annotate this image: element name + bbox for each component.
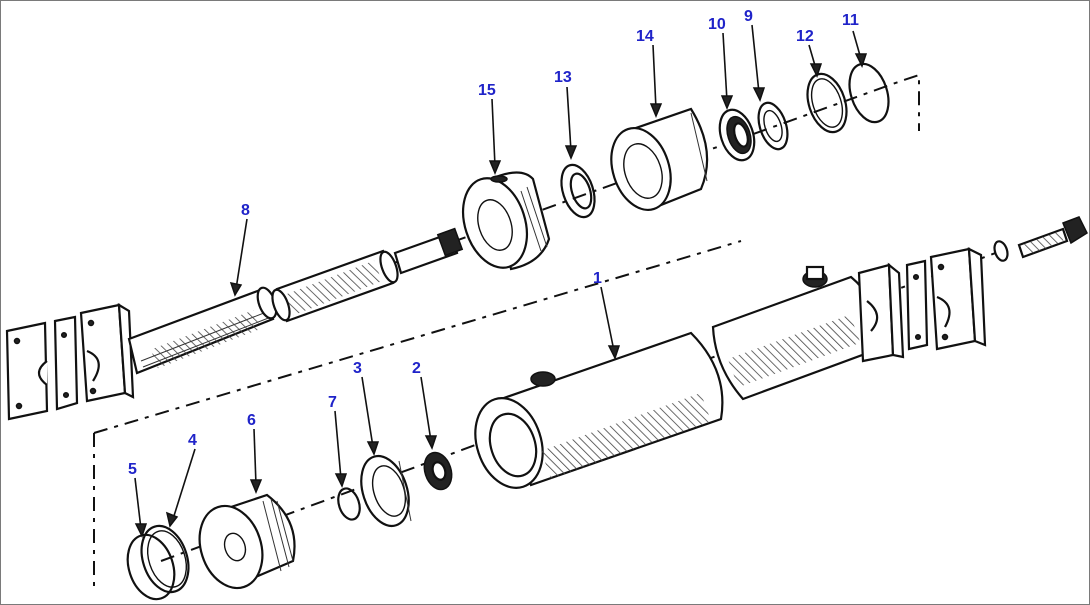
wiper-seal	[560, 163, 596, 219]
callout-5: 5	[128, 461, 137, 478]
callout-6: 6	[247, 412, 256, 429]
leader-15	[488, 98, 502, 175]
callout-14: 14	[636, 28, 654, 45]
rod-end-clamp-left	[5, 302, 135, 421]
leader-11	[852, 30, 868, 68]
leader-9	[751, 24, 766, 102]
leader-3	[361, 376, 380, 456]
callout-15: 15	[478, 82, 496, 99]
leader-10	[720, 32, 734, 110]
o-ring	[848, 62, 890, 124]
callout-3: 3	[353, 360, 362, 377]
lock-nut	[423, 451, 453, 491]
leader-7	[334, 410, 348, 488]
leader-8	[229, 218, 248, 297]
leader-1	[600, 286, 621, 360]
callout-10: 10	[708, 16, 726, 33]
callout-13: 13	[554, 69, 572, 86]
leader-5	[134, 477, 148, 538]
callout-7: 7	[328, 394, 337, 411]
callout-9: 9	[744, 8, 753, 25]
cap-end-clamp-right	[857, 247, 987, 363]
leader-14	[649, 44, 663, 118]
callout-11: 11	[842, 12, 859, 29]
callout-4: 4	[188, 432, 197, 449]
piston-o-ring	[337, 487, 361, 521]
leader-2	[420, 376, 438, 450]
retaining-ring	[126, 533, 176, 601]
callout-labels: 1 2 3 4 5 6 7 8 9 10 11 12 13 14 15	[128, 8, 859, 478]
bushing	[610, 107, 709, 211]
piston-seal	[360, 454, 412, 528]
callout-1: 1	[593, 270, 602, 287]
leader-6	[249, 428, 263, 494]
piston-rod	[127, 227, 464, 375]
gland	[462, 171, 551, 271]
rod-seal	[718, 108, 756, 162]
backup-ring	[757, 101, 789, 151]
washer	[993, 240, 1009, 262]
o-ring-outer	[806, 72, 848, 134]
leader-12	[808, 44, 823, 78]
piston	[198, 493, 296, 590]
callout-2: 2	[412, 360, 421, 377]
cylinder-tube	[474, 265, 877, 489]
wear-ring	[140, 524, 190, 594]
callout-12: 12	[796, 28, 814, 45]
leader-4	[165, 448, 196, 528]
callout-8: 8	[241, 202, 250, 219]
leader-13	[564, 86, 578, 160]
bolt	[1017, 216, 1088, 259]
